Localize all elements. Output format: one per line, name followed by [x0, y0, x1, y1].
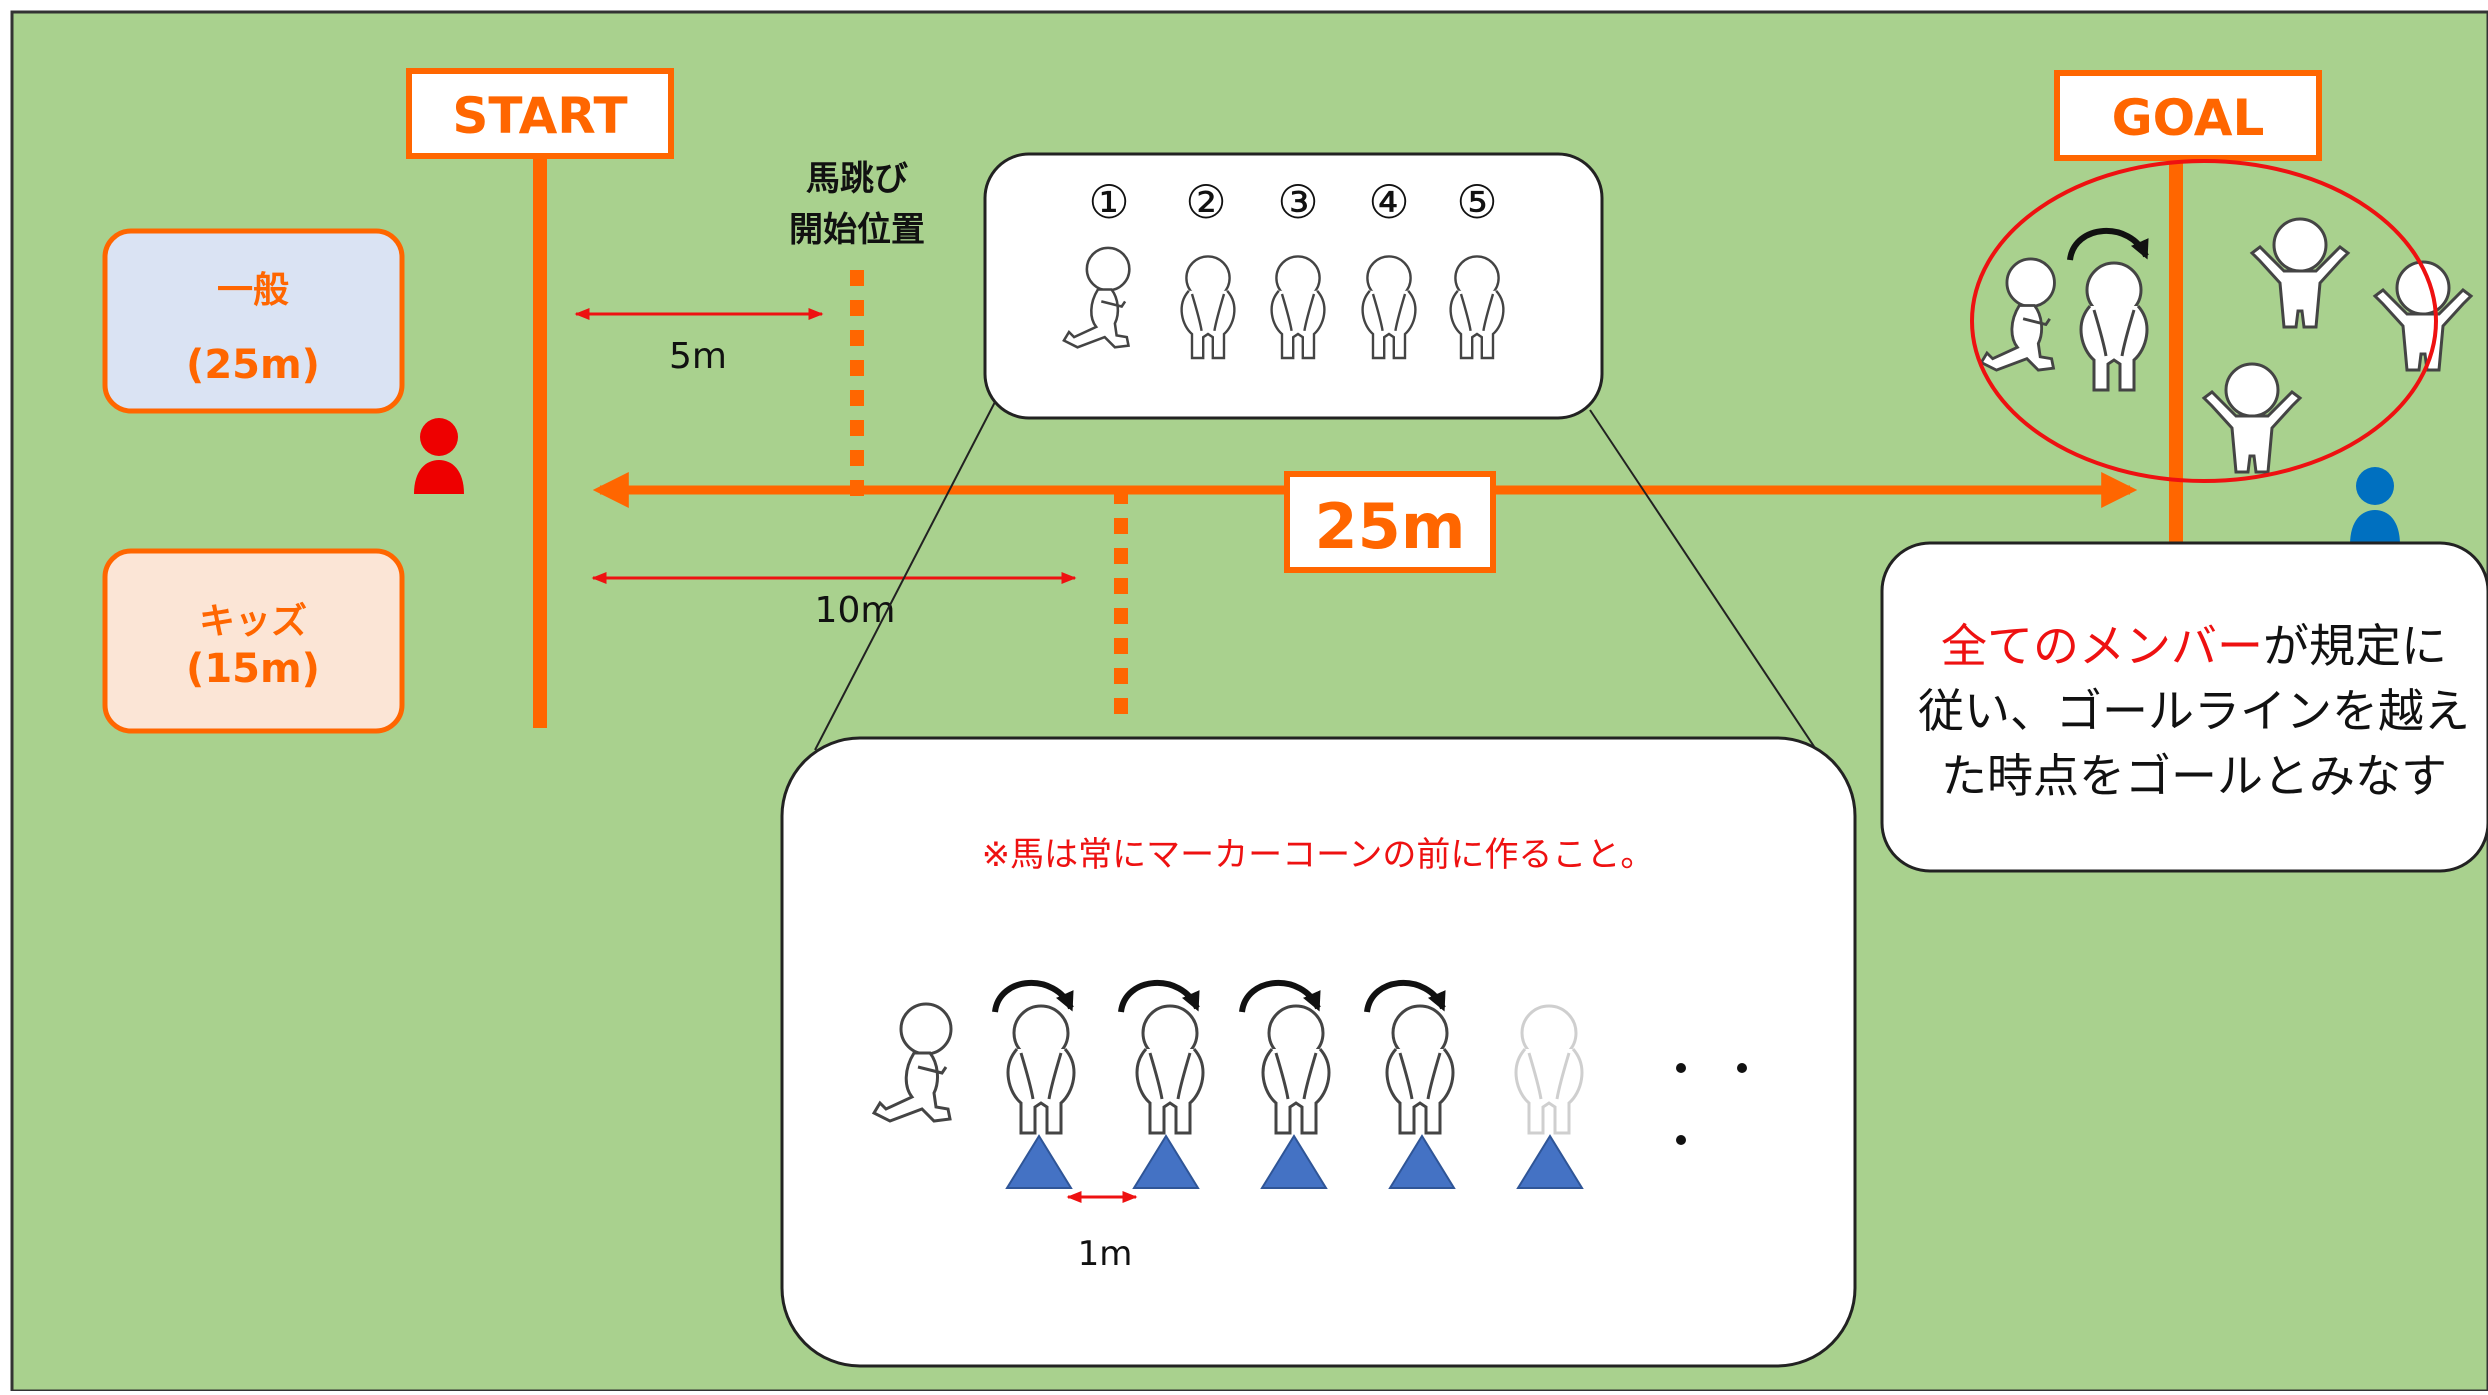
kids-category-title: キッズ — [199, 600, 307, 642]
goal-rule-line1-rest: が規定に — [2263, 619, 2447, 673]
goal-sign: GOAL — [2054, 70, 2322, 161]
kids-category-box: キッズ (15m) — [102, 548, 405, 734]
order-number-3: ③ — [1277, 175, 1318, 229]
ellipsis-dot — [1737, 1063, 1747, 1073]
jump-start-label-line1: 馬跳び — [806, 159, 908, 199]
marker-cone-icon — [1260, 1134, 1328, 1189]
general-category-distance: (25m) — [186, 342, 320, 388]
goal-rule-panel: 全てのメンバーが規定に 従い、ゴールラインを越え た時点をゴールとみなす — [1880, 541, 2488, 873]
dimension-10m-label: 10m — [815, 590, 896, 631]
order-number-2: ② — [1185, 175, 1226, 229]
distance-25m-label: 25m — [1315, 490, 1466, 563]
goal-rule-highlight: 全てのメンバー — [1941, 619, 2263, 673]
jump-start-label-line2: 開始位置 — [789, 210, 925, 250]
goal-rule-line3: た時点をゴールとみなす — [1941, 749, 2447, 803]
order-number-4: ④ — [1368, 175, 1409, 229]
order-number-5: ⑤ — [1456, 175, 1497, 229]
goal-finishers-group — [1970, 159, 2473, 483]
zoom-line-right — [1589, 409, 1854, 806]
kids-category-distance: (15m) — [186, 646, 320, 692]
dimension-5m-label: 5m — [669, 336, 727, 377]
start-label: START — [452, 87, 627, 145]
goal-rule-line2: 従い、ゴールラインを越え — [1918, 684, 2470, 738]
dimension-1m-label: 1m — [1078, 1234, 1133, 1274]
goal-label: GOAL — [2112, 89, 2265, 147]
general-category-box: 一般 (25m) — [102, 228, 405, 414]
distance-25m-box: 25m — [1284, 471, 1496, 573]
start-sign: START — [406, 68, 674, 159]
marker-cone-icon — [1388, 1134, 1456, 1189]
order-panel: ① ② ③ ④ ⑤ — [983, 152, 1604, 420]
goal-highlight-ellipse — [1970, 159, 2438, 483]
marker-cone-icon — [1005, 1134, 1073, 1189]
detail-panel: ※馬は常にマーカーコーンの前に作ること。 1m — [780, 736, 1857, 1368]
order-number-1: ① — [1088, 175, 1129, 229]
person-icon-red — [414, 418, 464, 494]
ellipsis-dot — [1676, 1135, 1686, 1145]
goal-rule-line1: 全てのメンバーが規定に — [1941, 619, 2447, 673]
marker-cone-icon — [1516, 1134, 1584, 1189]
person-icon-blue — [2350, 467, 2400, 545]
ellipsis-dot — [1676, 1063, 1686, 1073]
general-category-title: 一般 — [217, 270, 289, 311]
marker-cone-icon — [1132, 1134, 1200, 1189]
zoom-line-left — [814, 399, 997, 751]
cone-rule-note: ※馬は常にマーカーコーンの前に作ること。 — [982, 835, 1655, 875]
